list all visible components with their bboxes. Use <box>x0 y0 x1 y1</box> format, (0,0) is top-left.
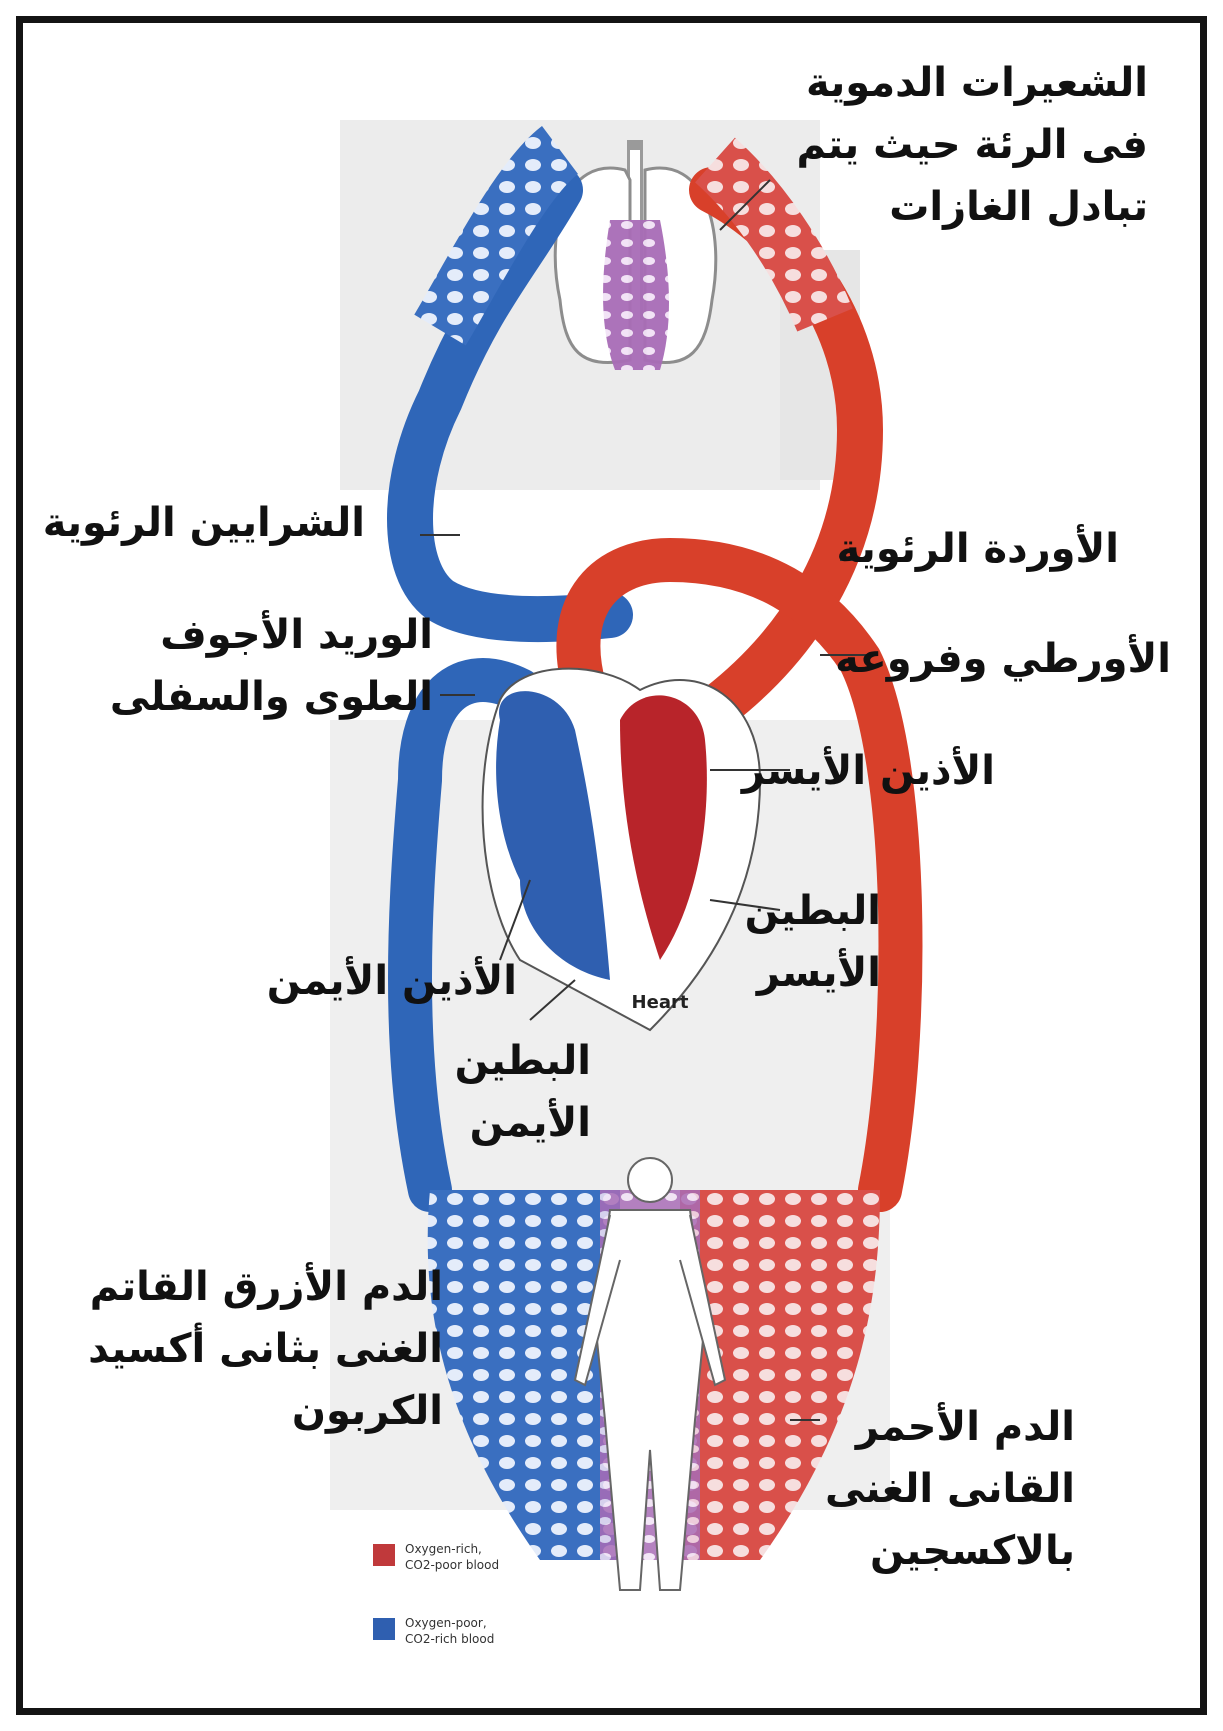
label-left-ventricle-line2: الأيسر <box>745 942 881 1004</box>
legend-oxygen-rich-line2: CO2-poor blood <box>405 1558 499 1572</box>
label-oxygenated-blood: الدم الأحمر القانى الغنى بالاكسجين <box>825 1396 1075 1582</box>
label-aorta: الأورطي وفروعه <box>835 628 1171 690</box>
label-vena-cava-line1: الوريد الأجوف <box>110 604 433 666</box>
label-lung-capillaries-line1: الشعيرات الدموية <box>796 52 1148 114</box>
label-lung-capillaries-line3: تبادل الغازات <box>796 176 1148 238</box>
legend-swatch-oxygen-rich <box>373 1544 395 1566</box>
legend-oxygen-poor-line2: CO2-rich blood <box>405 1632 494 1646</box>
label-deoxygenated-blood-line1: الدم الأزرق القاتم <box>88 1256 443 1318</box>
label-right-ventricle: البطين الأيمن <box>455 1030 591 1154</box>
label-oxygenated-blood-line1: الدم الأحمر <box>825 1396 1075 1458</box>
label-deoxygenated-blood-line2: الغنى بثانى أكسيد <box>88 1318 443 1380</box>
legend: Oxygen-rich, CO2-poor blood Oxygen-poor,… <box>373 1542 499 1646</box>
legend-oxygen-rich-line1: Oxygen-rich, <box>405 1542 482 1556</box>
label-left-atrium: الأذين الأيسر <box>742 740 995 802</box>
label-vena-cava: الوريد الأجوف العلوى والسفلى <box>110 604 433 728</box>
label-right-ventricle-line2: الأيمن <box>455 1092 591 1154</box>
label-lung-capillaries: الشعيرات الدموية فى الرئة حيث يتم تبادل … <box>796 52 1148 238</box>
label-oxygenated-blood-line2: القانى الغنى <box>825 1458 1075 1520</box>
label-lung-capillaries-line2: فى الرئة حيث يتم <box>796 114 1148 176</box>
legend-swatch-oxygen-poor <box>373 1618 395 1640</box>
label-pulmonary-veins: الأوردة الرئوية <box>837 518 1119 580</box>
label-right-atrium: الأذين الأيمن <box>267 950 517 1012</box>
label-left-ventricle: البطين الأيسر <box>745 880 881 1004</box>
legend-oxygen-poor-line1: Oxygen-poor, <box>405 1616 487 1630</box>
heart-caption: Heart <box>632 992 689 1013</box>
label-oxygenated-blood-line3: بالاكسجين <box>825 1520 1075 1582</box>
label-pulmonary-arteries: الشرايين الرئوية <box>43 492 365 554</box>
label-left-ventricle-line1: البطين <box>745 880 881 942</box>
label-vena-cava-line2: العلوى والسفلى <box>110 666 433 728</box>
label-deoxygenated-blood-line3: الكربون <box>88 1380 443 1442</box>
label-deoxygenated-blood: الدم الأزرق القاتم الغنى بثانى أكسيد الك… <box>88 1256 443 1442</box>
label-right-ventricle-line1: البطين <box>455 1030 591 1092</box>
